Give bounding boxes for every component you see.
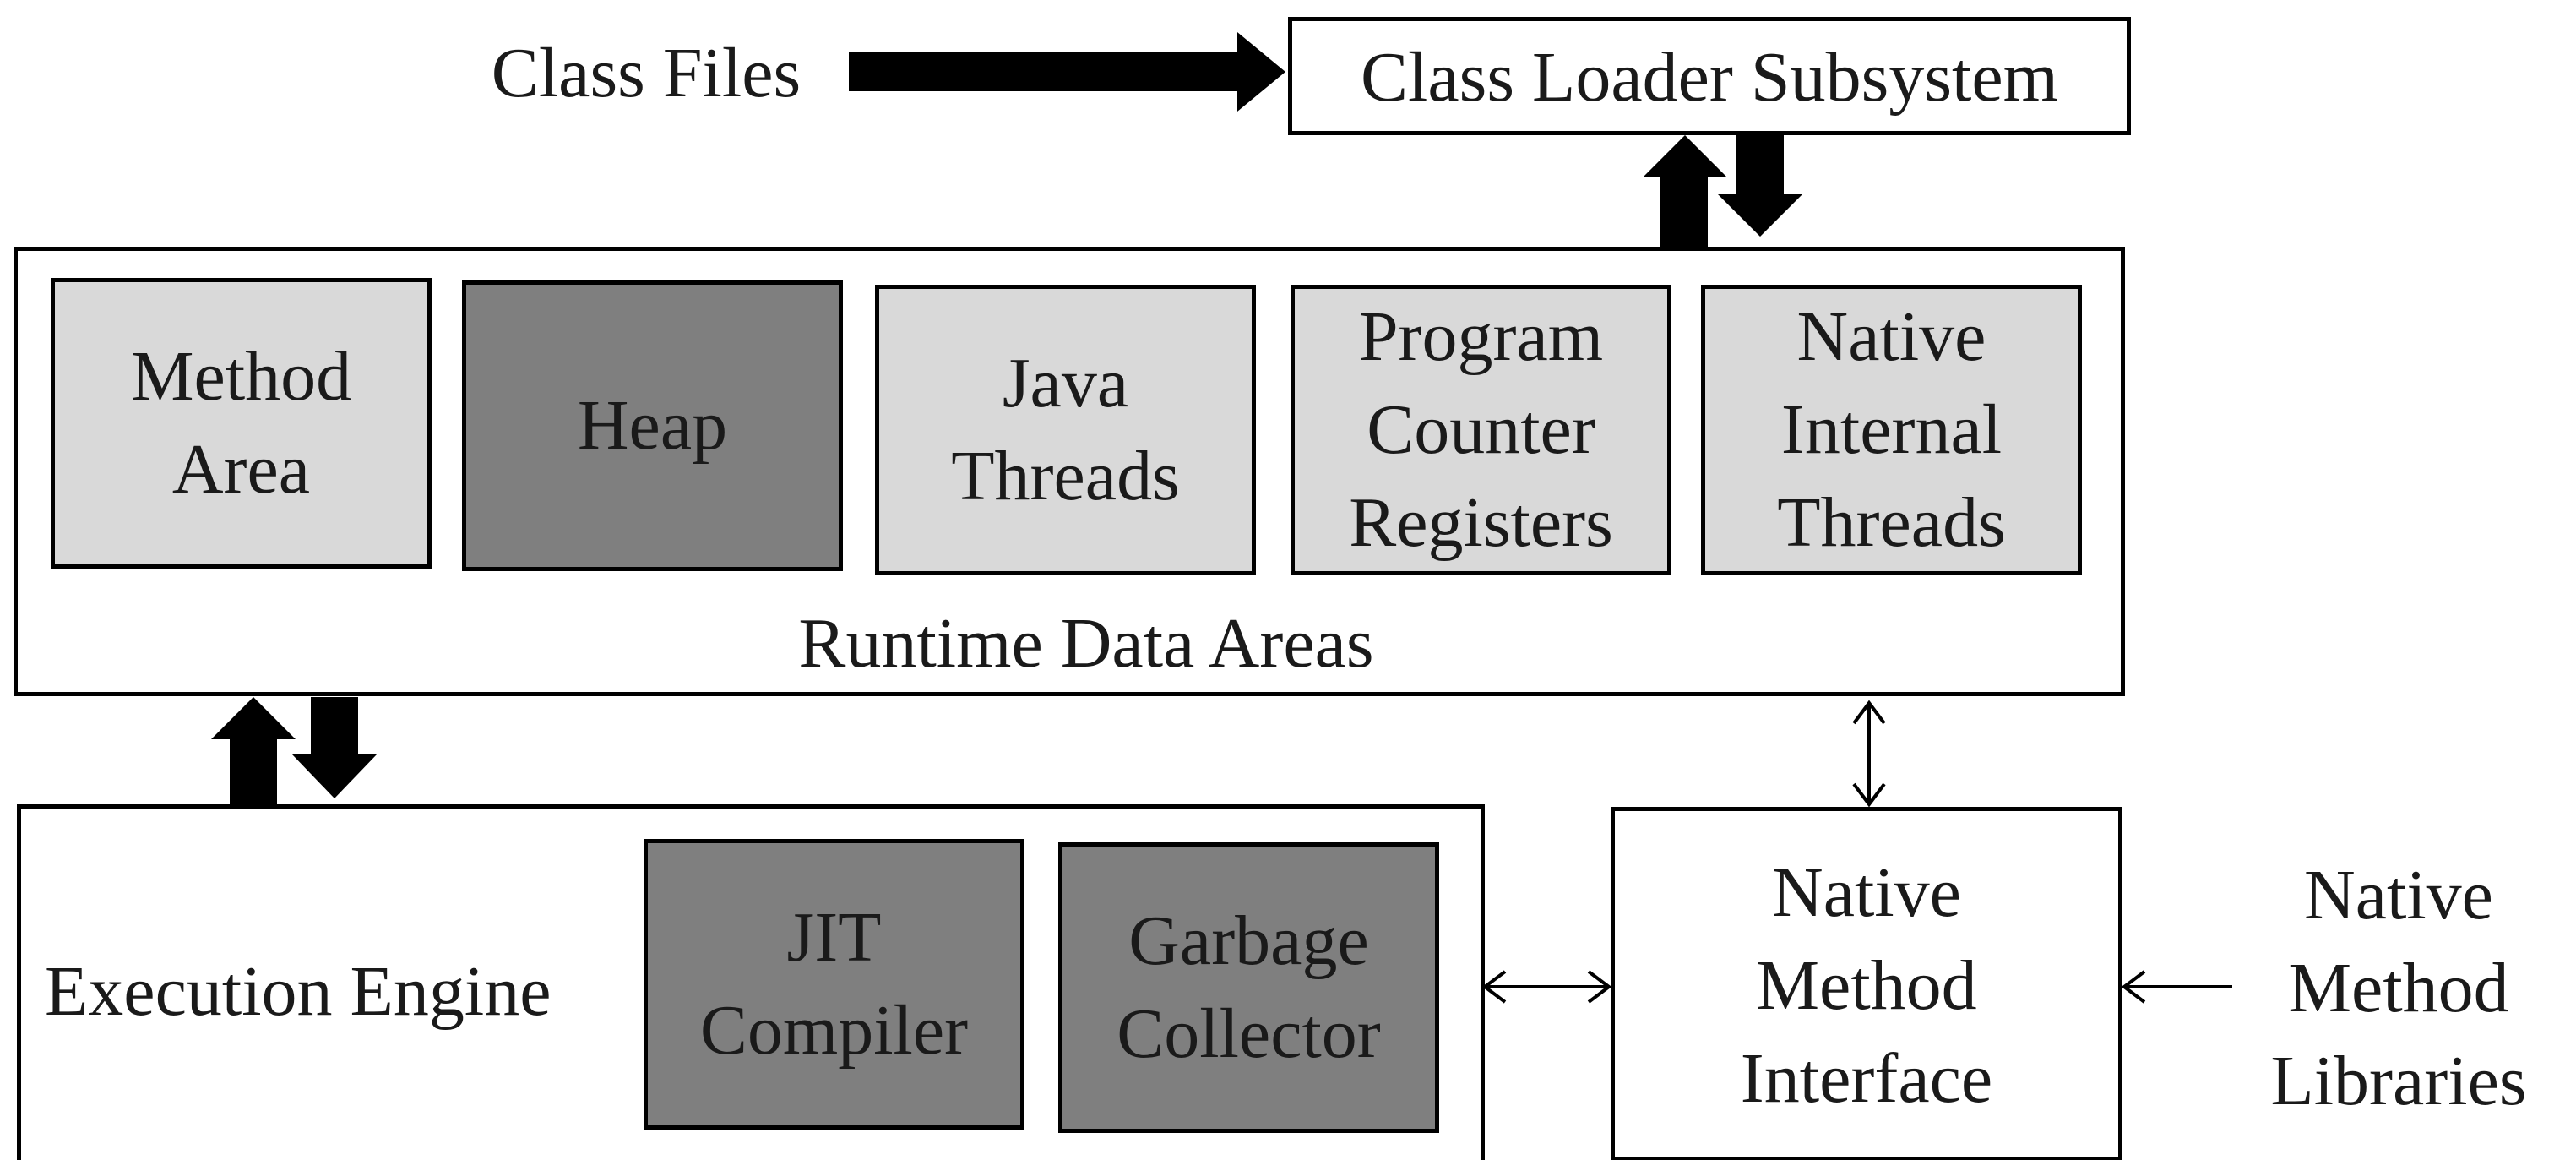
class-files-to-loader-arrow bbox=[849, 32, 1285, 112]
native-method-libraries-label: Native Method Libraries bbox=[2270, 856, 2527, 1120]
heap-cell: Heap bbox=[462, 280, 843, 571]
java-threads-cell: Java Threads bbox=[875, 285, 1256, 575]
runtime-to-loader-up-arrow bbox=[1643, 135, 1727, 248]
runtime-data-areas-label: Runtime Data Areas bbox=[798, 604, 1374, 683]
runtime-to-execution-down-arrow bbox=[292, 697, 377, 798]
jit-compiler-cell: JIT Compiler bbox=[644, 839, 1024, 1130]
loader-to-runtime-down-arrow bbox=[1718, 135, 1802, 237]
method-area-cell: Method Area bbox=[51, 278, 432, 569]
native-internal-threads-cell: Native Internal Threads bbox=[1701, 285, 2082, 575]
jit-compiler-label: JIT Compiler bbox=[699, 898, 969, 1070]
garbage-collector-label: Garbage Collector bbox=[1117, 901, 1381, 1073]
runtime-native-interface-double-arrow bbox=[1852, 700, 1886, 808]
execution-engine-label: Execution Engine bbox=[45, 952, 552, 1031]
program-counter-registers-cell: Program Counter Registers bbox=[1291, 285, 1671, 575]
java-threads-label: Java Threads bbox=[951, 344, 1180, 515]
class-loader-subsystem-label: Class Loader Subsystem bbox=[1361, 38, 2058, 117]
execution-native-interface-double-arrow bbox=[1481, 970, 1612, 1004]
native-method-interface-box: Native Method Interface bbox=[1611, 807, 2122, 1160]
program-counter-registers-label: Program Counter Registers bbox=[1349, 297, 1613, 562]
execution-to-runtime-up-arrow bbox=[211, 697, 296, 809]
heap-label: Heap bbox=[577, 386, 728, 465]
native-internal-threads-label: Native Internal Threads bbox=[1777, 297, 2006, 562]
class-files-label: Class Files bbox=[491, 34, 802, 112]
garbage-collector-cell: Garbage Collector bbox=[1058, 842, 1439, 1133]
libraries-to-interface-arrow bbox=[2121, 970, 2232, 1004]
method-area-label: Method Area bbox=[130, 337, 352, 509]
native-method-interface-label: Native Method Interface bbox=[1740, 853, 1993, 1118]
class-loader-subsystem-box: Class Loader Subsystem bbox=[1288, 17, 2131, 135]
